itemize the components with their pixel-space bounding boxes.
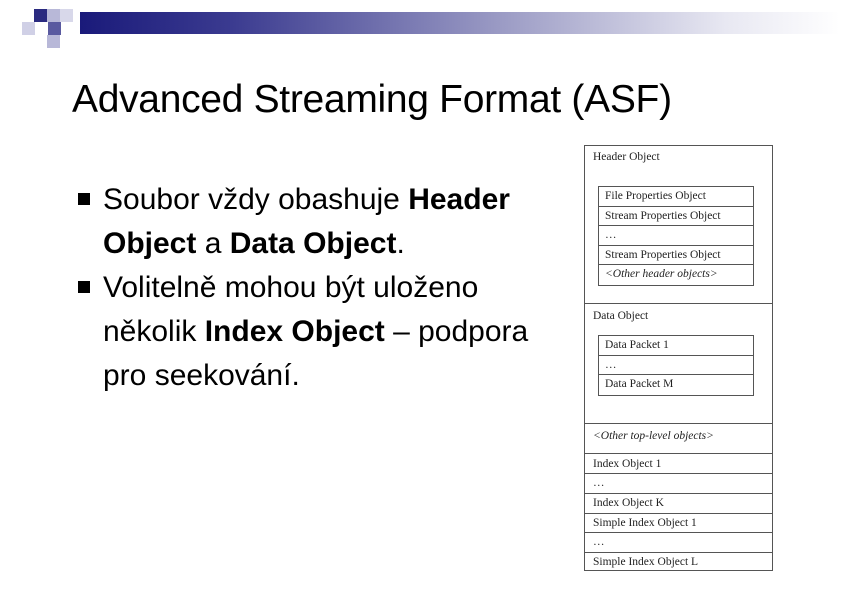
bullet-item: Soubor vždy obashuje Header Object a Dat… [75, 178, 565, 266]
header-item: <Other header objects> [605, 268, 718, 281]
data-item: Data Packet 1 [599, 336, 753, 356]
data-object-label: Data Object [593, 310, 649, 322]
row-divider [585, 473, 772, 474]
bullet-bold-term: Index Object [204, 315, 385, 348]
index-item: Index Object 1 [593, 458, 662, 470]
slide-title: Advanced Streaming Format (ASF) [72, 78, 672, 121]
other-toplevel-label: <Other top-level objects> [593, 430, 714, 442]
header-object-label: Header Object [593, 151, 660, 163]
header-item: Stream Properties Object [599, 207, 753, 227]
bullet-text: Soubor vždy obashuje [103, 183, 409, 216]
index-item: … [593, 477, 605, 489]
bullet-text: – podpora pro seekování. [103, 315, 529, 392]
section-divider [585, 453, 772, 454]
section-divider [585, 303, 772, 304]
bullet-text: Volitelně mohou být uloženo několik [103, 271, 479, 348]
row-divider [585, 493, 772, 494]
header-item: File Properties Object [599, 187, 753, 207]
data-item: … [599, 356, 753, 376]
header-item: Stream Properties Object [599, 246, 753, 266]
bullet-text: . [396, 227, 405, 260]
asf-structure-diagram: Header Object File Properties Object Str… [584, 145, 773, 571]
bullet-square-icon [78, 193, 90, 205]
bullet-list: Soubor vždy obashuje Header Object a Dat… [75, 178, 565, 398]
row-divider [585, 513, 772, 514]
bullet-square-icon [78, 281, 90, 293]
data-item: Data Packet M [605, 378, 674, 391]
index-item: Index Object K [593, 497, 664, 509]
row-divider [585, 532, 772, 533]
index-item: … [593, 536, 605, 548]
bullet-text: a [196, 227, 230, 260]
bullet-bold-term: Header Object [103, 183, 510, 260]
index-item: Simple Index Object L [593, 556, 699, 568]
decor-gradient-band [80, 12, 840, 34]
data-objects-box: Data Packet 1 … Data Packet M [598, 335, 754, 396]
header-item: … [599, 226, 753, 246]
header-objects-box: File Properties Object Stream Properties… [598, 186, 754, 286]
index-item: Simple Index Object 1 [593, 517, 697, 529]
bullet-bold-term: Data Object [229, 227, 397, 260]
row-divider [585, 552, 772, 553]
section-divider [585, 423, 772, 424]
bullet-item: Volitelně mohou být uloženo několik Inde… [75, 266, 565, 398]
